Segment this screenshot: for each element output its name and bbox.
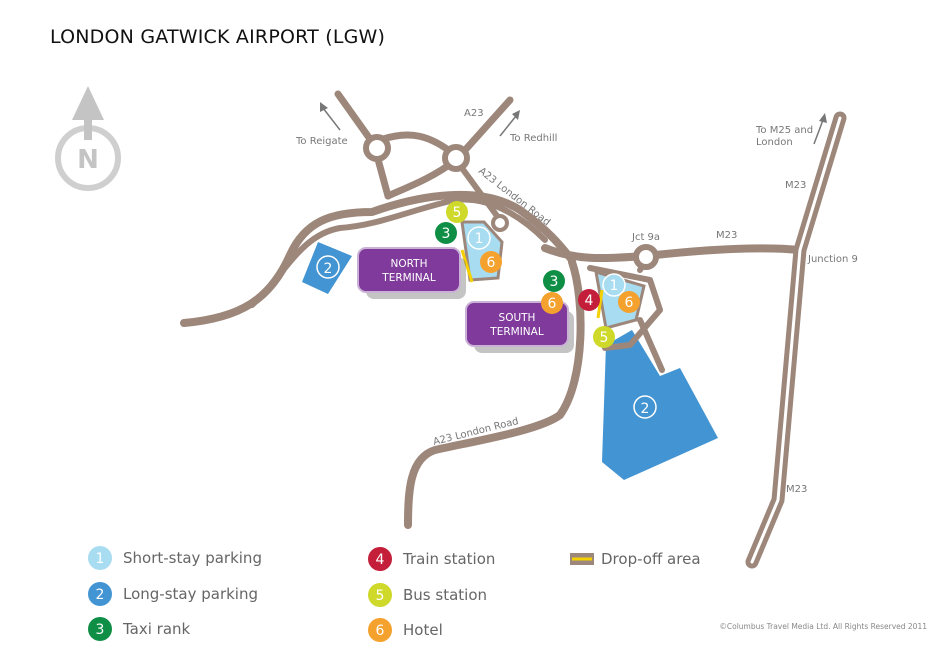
marker-bus-north[interactable]: 5 bbox=[446, 201, 468, 223]
north-arrow-icon: N bbox=[55, 86, 121, 191]
label-junction-9: Junction 9 bbox=[807, 254, 858, 265]
legend-long-stay: 2 Long-stay parking bbox=[87, 581, 258, 607]
svg-text:6: 6 bbox=[487, 255, 496, 271]
svg-text:3: 3 bbox=[442, 226, 451, 242]
svg-text:6: 6 bbox=[376, 623, 385, 639]
legend-train: 4 Train station bbox=[367, 546, 495, 572]
svg-text:1: 1 bbox=[96, 551, 105, 567]
label-to-redhill: To Redhill bbox=[509, 133, 557, 144]
svg-text:4: 4 bbox=[585, 293, 594, 309]
legend-train-label: Train station bbox=[403, 550, 496, 568]
legend-short-stay: 1 Short-stay parking bbox=[87, 545, 262, 571]
label-to-reigate: To Reigate bbox=[295, 136, 348, 147]
label-jct-9a: Jct 9a bbox=[631, 232, 660, 243]
long-stay-parking-area-south bbox=[602, 330, 718, 480]
marker-short-stay-north[interactable]: 1 bbox=[467, 226, 491, 250]
svg-text:5: 5 bbox=[600, 330, 609, 346]
direction-arrows bbox=[320, 102, 827, 145]
legend-taxi-label: Taxi rank bbox=[123, 620, 191, 638]
legend-long-stay-label: Long-stay parking bbox=[123, 585, 259, 603]
svg-text:6: 6 bbox=[548, 296, 557, 312]
label-m23-lower: M23 bbox=[786, 484, 807, 495]
svg-text:5: 5 bbox=[376, 588, 385, 604]
legend-dropoff-label: Drop-off area bbox=[601, 550, 701, 568]
north-terminal-label-1: NORTH bbox=[391, 258, 428, 270]
svg-text:2: 2 bbox=[641, 401, 650, 417]
marker-hotel-north[interactable]: 6 bbox=[480, 251, 502, 273]
roundabouts bbox=[363, 134, 659, 270]
south-terminal-label-1: SOUTH bbox=[499, 312, 536, 324]
label-m23-east: M23 bbox=[716, 230, 737, 241]
svg-text:1: 1 bbox=[610, 278, 619, 294]
dropoff-icon bbox=[570, 553, 594, 565]
south-terminal: SOUTH TERMINAL bbox=[465, 301, 574, 353]
svg-text:5: 5 bbox=[453, 205, 462, 221]
legend-taxi: 3 Taxi rank bbox=[87, 616, 190, 642]
marker-train-south[interactable]: 4 bbox=[578, 289, 600, 311]
svg-text:3: 3 bbox=[550, 274, 559, 290]
map-markers: 5 3 1 6 2 3 6 4 bbox=[316, 201, 657, 419]
svg-text:6: 6 bbox=[625, 295, 634, 311]
marker-hotel-south-west[interactable]: 6 bbox=[541, 292, 563, 314]
short-stay-icon: 1 bbox=[88, 546, 112, 570]
legend-bus-label: Bus station bbox=[403, 586, 488, 604]
long-stay-icon: 2 bbox=[88, 582, 112, 606]
legend-dropoff: Drop-off area bbox=[569, 546, 701, 572]
taxi-icon: 3 bbox=[88, 617, 112, 641]
marker-short-stay-south[interactable]: 1 bbox=[602, 273, 626, 297]
hotel-icon: 6 bbox=[368, 618, 392, 642]
marker-hotel-south[interactable]: 6 bbox=[618, 291, 640, 313]
south-terminal-label-2: TERMINAL bbox=[489, 326, 544, 338]
bus-icon: 5 bbox=[368, 583, 392, 607]
svg-text:3: 3 bbox=[96, 622, 105, 638]
svg-text:2: 2 bbox=[96, 587, 105, 603]
marker-bus-south[interactable]: 5 bbox=[593, 326, 615, 348]
marker-long-stay-south[interactable]: 2 bbox=[633, 395, 657, 419]
train-icon: 4 bbox=[368, 547, 392, 571]
marker-long-stay-west[interactable]: 2 bbox=[316, 255, 340, 279]
compass-letter: N bbox=[77, 145, 99, 175]
marker-taxi-north[interactable]: 3 bbox=[435, 222, 457, 244]
svg-text:4: 4 bbox=[376, 552, 385, 568]
legend-hotel: 6 Hotel bbox=[367, 617, 443, 643]
page-title: LONDON GATWICK AIRPORT (LGW) bbox=[50, 26, 386, 48]
label-to-m25-2: London bbox=[756, 137, 793, 148]
copyright-notice: ©Columbus Travel Media Ltd. All Rights R… bbox=[719, 622, 927, 631]
label-m23-upper: M23 bbox=[785, 180, 806, 191]
svg-text:2: 2 bbox=[324, 261, 333, 277]
legend-bus: 5 Bus station bbox=[367, 582, 487, 608]
drop-off-areas bbox=[460, 249, 604, 319]
label-a23-top: A23 bbox=[464, 108, 484, 119]
legend-hotel-label: Hotel bbox=[403, 621, 443, 639]
marker-taxi-south[interactable]: 3 bbox=[543, 270, 565, 292]
label-to-m25-1: To M25 and bbox=[755, 125, 813, 136]
north-terminal: NORTH TERMINAL bbox=[357, 247, 466, 299]
north-terminal-label-2: TERMINAL bbox=[381, 272, 436, 284]
legend-short-stay-label: Short-stay parking bbox=[123, 549, 262, 567]
svg-text:1: 1 bbox=[475, 231, 484, 247]
long-stay-parking-area-west bbox=[302, 242, 352, 294]
